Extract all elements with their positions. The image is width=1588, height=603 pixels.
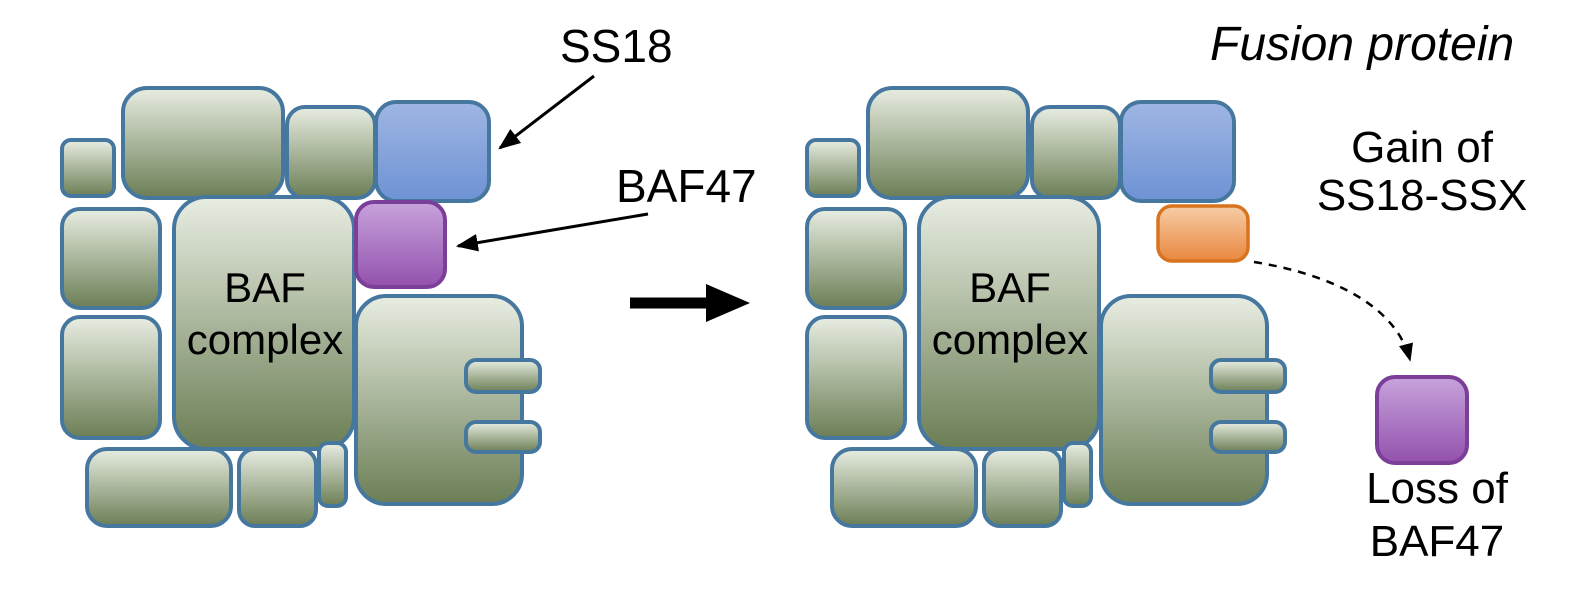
baf-complex-label-line1: BAF <box>969 264 1051 311</box>
subunit-rect-small-topleft <box>805 138 861 198</box>
baf47-subunit-rect <box>354 200 447 289</box>
subunit-rect-bottom-mid <box>237 447 318 528</box>
gain-label-line2: SS18-SSX <box>1317 171 1527 220</box>
subunit-rect-bottom-mid <box>982 447 1063 528</box>
baf-complex-label-line2: complex <box>187 316 343 363</box>
baf47-label: BAF47 <box>616 160 757 212</box>
subunit-tab-lower <box>1209 420 1287 454</box>
subunit-rect-sliver <box>317 441 348 508</box>
baf-complex-right: BAF complex <box>805 86 1287 528</box>
gain-label-line1: Gain of <box>1351 123 1494 172</box>
baf-complex-label-line2: complex <box>932 316 1088 363</box>
subunit-rect-left-row3 <box>805 315 907 440</box>
ss18-subunit-rect <box>1119 100 1236 203</box>
loss-dashed-arrow <box>1253 260 1413 362</box>
baf47-lost-rect <box>1375 375 1469 465</box>
subunit-rect-bottom-left <box>830 447 978 528</box>
subunit-rect-left-row3 <box>60 315 162 440</box>
loss-label-line2: BAF47 <box>1370 517 1505 566</box>
transition-arrow <box>630 284 750 322</box>
baf47-arrow <box>455 212 649 252</box>
subunit-rect-right-large <box>1099 294 1269 506</box>
transition-arrow-head <box>706 284 750 322</box>
subunit-rect-sliver <box>1062 441 1093 508</box>
subunit-rect-top-large <box>121 86 285 200</box>
subunit-tab-upper <box>464 358 542 394</box>
subunit-tab-lower <box>464 420 542 454</box>
subunit-rect-left-row2 <box>60 207 162 310</box>
ss18-arrow <box>498 74 595 150</box>
subunit-rect-top-mid <box>1030 105 1122 200</box>
baf-complex-left: BAF complex <box>60 86 542 528</box>
fusion-protein-label: Fusion protein <box>1210 18 1514 71</box>
subunit-rect-top-large <box>866 86 1030 200</box>
subunit-tab-upper <box>1209 358 1287 394</box>
subunit-rect-bottom-left <box>85 447 233 528</box>
subunit-rect-right-large <box>354 294 524 506</box>
ss18-subunit-rect <box>374 100 491 203</box>
loss-label-line1: Loss of <box>1366 464 1509 513</box>
baf-complex-label-line1: BAF <box>224 264 306 311</box>
subunit-rect-top-mid <box>285 105 377 200</box>
subunit-rect-left-row2 <box>805 207 907 310</box>
ss18-label: SS18 <box>560 20 673 72</box>
subunit-rect-small-topleft <box>60 138 116 198</box>
ssx-fusion-rect <box>1156 204 1250 263</box>
